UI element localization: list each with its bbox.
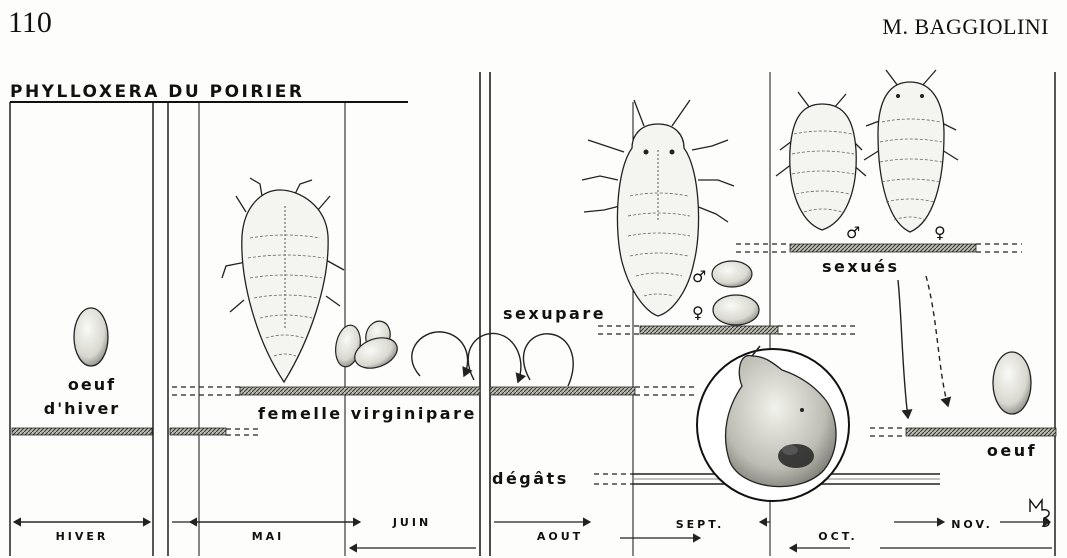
month-hiver: HIVER [56, 530, 109, 543]
month-juin: JUIN [392, 516, 431, 529]
sexupara-bar [598, 326, 856, 334]
winter-egg-bar [12, 428, 262, 435]
generation-cycle-arrows [412, 332, 573, 386]
label-sexupara: sexupare [503, 304, 606, 323]
virginipara-female-insect-icon [222, 178, 344, 382]
damaged-pear-icon [697, 346, 849, 501]
label-winter-egg-line2: d'hiver [44, 399, 120, 418]
figure-title: PHYLLOXERA DU POIRIER [10, 82, 304, 102]
label-male-symbol: ♂ [846, 223, 860, 242]
egg-cluster-icon [333, 318, 402, 373]
egg-bar [870, 428, 1056, 436]
label-damage: dégâts [492, 469, 569, 488]
label-female-symbol-egg: ♀ [692, 303, 704, 322]
month-sept: SEPT. [676, 518, 725, 531]
label-egg: oeuf [987, 441, 1037, 460]
autumn-egg-icon [993, 352, 1031, 414]
month-oct: OCT. [818, 530, 857, 543]
female-sexual-insect-icon [864, 70, 958, 232]
month-arrows [14, 522, 1052, 548]
sexuales-to-egg-arrows [898, 276, 948, 418]
label-sexuales: sexués [822, 257, 899, 276]
label-virginipara: femelle virginipare [258, 404, 477, 423]
label-winter-egg-line1: oeuf [68, 375, 116, 394]
sexual-eggs-icon [712, 261, 759, 325]
winter-egg-icon [74, 308, 108, 366]
virginipara-bar [172, 387, 695, 395]
label-female-symbol: ♀ [934, 223, 946, 242]
male-sexual-insect-icon [776, 92, 866, 230]
sexuales-bar [736, 244, 1022, 252]
month-nov: NOV. [951, 518, 993, 531]
label-male-symbol-egg: ♂ [692, 267, 706, 286]
month-aout: AOUT [537, 530, 583, 543]
sexupara-insect-icon [582, 100, 734, 316]
month-mai: MAI [252, 530, 285, 543]
